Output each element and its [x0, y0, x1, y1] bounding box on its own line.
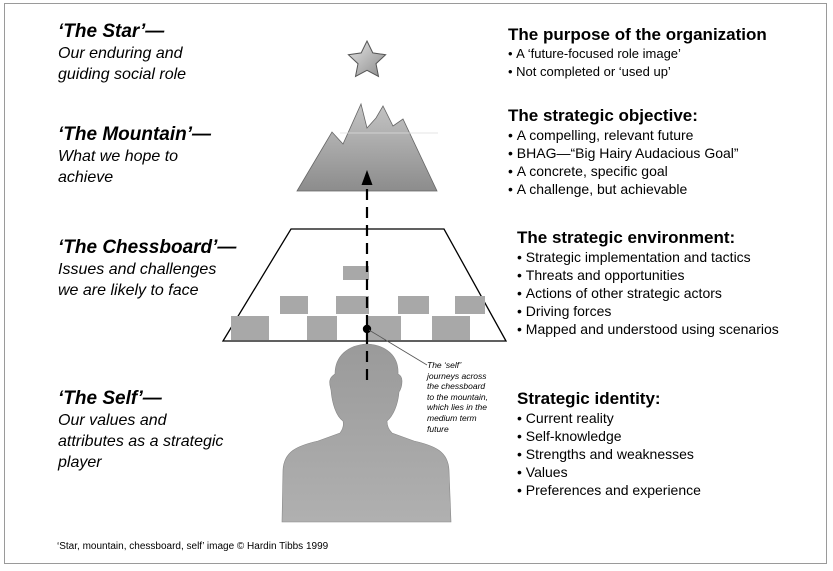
star-label-block: ‘The Star’— Our enduring and guiding soc…: [58, 21, 186, 85]
chess-square: [231, 316, 269, 340]
journey-annotation: The ‘self’ journeys across the chessboar…: [427, 360, 517, 434]
list-item: Values: [517, 463, 701, 481]
list-item: A ‘future-focused role image’: [508, 45, 767, 63]
identity-list: Current reality Self-knowledge Strengths…: [517, 409, 701, 499]
list-item: Current reality: [517, 409, 701, 427]
chess-square: [280, 296, 308, 314]
purpose-block: The purpose of the organization A ‘futur…: [508, 24, 767, 81]
mountain-title: ‘The Mountain’—: [58, 124, 212, 145]
annotation-line: journeys across: [427, 370, 487, 381]
environment-list: Strategic implementation and tactics Thr…: [517, 248, 779, 338]
chess-square: [432, 316, 470, 340]
self-silhouette: [281, 343, 452, 523]
star-desc-line: guiding social role: [58, 66, 187, 83]
list-item: BHAG—“Big Hairy Audacious Goal”: [508, 144, 739, 162]
frame-border: [4, 3, 827, 564]
list-item: A challenge, but achievable: [508, 180, 739, 198]
purpose-title: The purpose of the organization: [508, 25, 767, 44]
annotation-line: the chessboard: [427, 381, 486, 392]
annotation-line: which lies in the: [427, 402, 488, 413]
image-credit: ‘Star, mountain, chessboard, self’ image…: [57, 541, 329, 552]
environment-block: The strategic environment: Strategic imp…: [517, 227, 779, 338]
list-item: A concrete, specific goal: [508, 162, 739, 180]
objective-block: The strategic objective: A compelling, r…: [508, 105, 739, 198]
mountain-desc-line: achieve: [58, 169, 114, 186]
self-title: ‘The Self’—: [58, 388, 162, 409]
identity-title: Strategic identity:: [517, 389, 661, 408]
chess-square: [336, 296, 369, 314]
list-item: Self-knowledge: [517, 427, 701, 445]
journey-point: [362, 324, 372, 334]
self-desc-line: Our values and: [58, 412, 167, 429]
annotation-line: to the mountain,: [427, 391, 488, 402]
self-desc-line: attributes as a strategic: [58, 433, 224, 450]
list-item: Not completed or ‘used up’: [508, 63, 767, 81]
chessboard-desc-line: Issues and challenges: [58, 261, 217, 278]
chessboard-label-block: ‘The Chessboard’— Issues and challenges …: [58, 237, 236, 301]
star-desc-line: Our enduring and: [58, 45, 183, 62]
annotation-leader: [368, 329, 428, 366]
self-desc-line: player: [58, 454, 102, 471]
list-item: Preferences and experience: [517, 481, 701, 499]
chess-square: [307, 316, 337, 340]
list-item: Driving forces: [517, 302, 779, 320]
annotation-line: future: [427, 423, 449, 434]
chess-square: [368, 316, 401, 340]
objective-title: The strategic objective:: [508, 106, 698, 125]
mountain-label-block: ‘The Mountain’— What we hope to achieve: [58, 124, 211, 188]
journey-arrow-head: [361, 170, 373, 185]
purpose-list: A ‘future-focused role image’ Not comple…: [508, 45, 767, 81]
mountain-desc-line: What we hope to: [58, 148, 179, 165]
identity-block: Strategic identity: Current reality Self…: [517, 388, 701, 499]
list-item: Strategic implementation and tactics: [517, 248, 779, 266]
list-item: Mapped and understood using scenarios: [517, 320, 779, 338]
annotation-line: The ‘self’: [427, 360, 462, 370]
chessboard-title: ‘The Chessboard’—: [58, 237, 237, 258]
chess-square: [455, 296, 485, 314]
chess-square: [343, 266, 369, 280]
star-shape: [347, 39, 387, 78]
annotation-line: medium term: [427, 412, 477, 423]
environment-title: The strategic environment:: [517, 228, 736, 247]
list-item: Strengths and weaknesses: [517, 445, 701, 463]
objective-list: A compelling, relevant future BHAG—“Big …: [508, 126, 739, 198]
star-title: ‘The Star’—: [58, 21, 165, 42]
chess-square: [398, 296, 429, 314]
chessboard: [221, 228, 508, 342]
self-label-block: ‘The Self’— Our values and attributes as…: [58, 388, 223, 473]
list-item: A compelling, relevant future: [508, 126, 739, 144]
mountain-shape: [296, 102, 438, 192]
chessboard-desc-line: we are likely to face: [58, 282, 199, 299]
list-item: Threats and opportunities: [517, 266, 779, 284]
list-item: Actions of other strategic actors: [517, 284, 779, 302]
